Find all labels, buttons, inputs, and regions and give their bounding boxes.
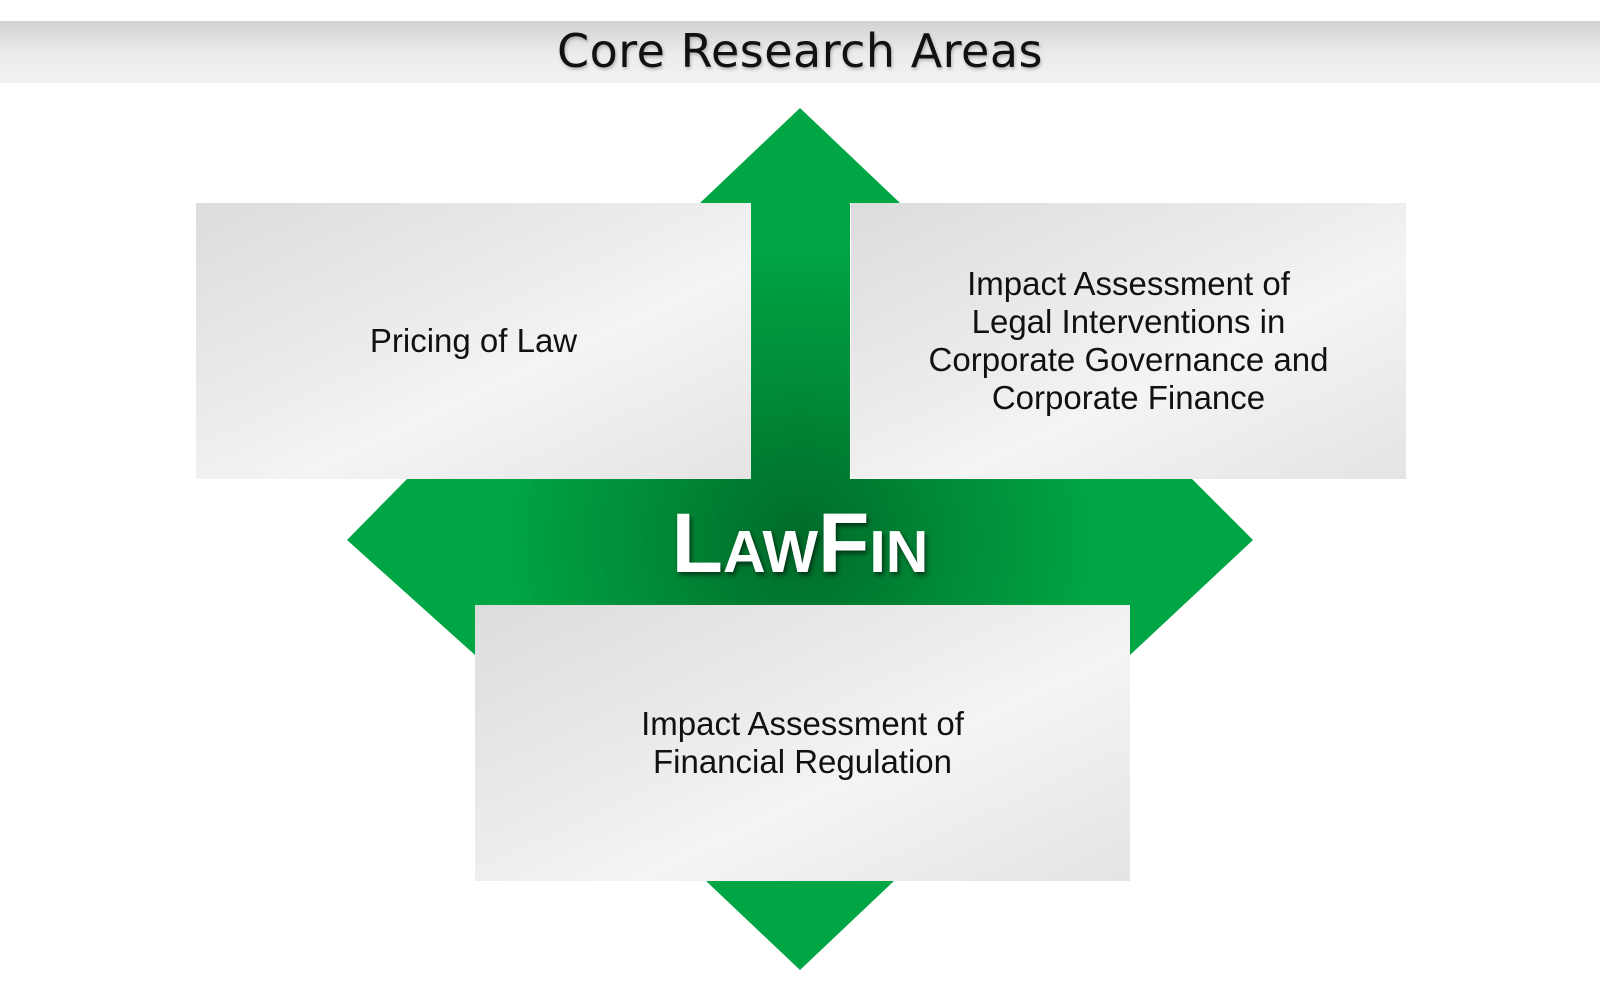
area-line: Impact Assessment of	[967, 265, 1290, 302]
area-line: Corporate Governance and	[928, 341, 1329, 378]
area-text: Impact Assessment of Financial Regulatio…	[641, 705, 964, 781]
diagram-title: Core Research Areas	[556, 24, 1044, 78]
area-line: Pricing of Law	[369, 322, 578, 359]
area-line: Corporate Finance	[991, 379, 1266, 416]
area-text: Impact Assessment of Legal Interventions…	[929, 265, 1329, 417]
center-label: LawFin	[671, 496, 929, 590]
title-bar	[0, 21, 1600, 83]
area-box-pricing-of-law: Pricing of Law	[196, 203, 751, 479]
area-text: Pricing of Law	[370, 322, 577, 360]
area-box-financial-regulation: Impact Assessment of Financial Regulatio…	[475, 605, 1130, 881]
arrow-center-band	[475, 479, 1130, 605]
area-line: Legal Interventions in	[971, 303, 1286, 340]
area-box-corporate-governance: Impact Assessment of Legal Interventions…	[851, 203, 1406, 479]
area-line: Impact Assessment of	[641, 705, 964, 742]
area-line: Financial Regulation	[652, 743, 952, 780]
